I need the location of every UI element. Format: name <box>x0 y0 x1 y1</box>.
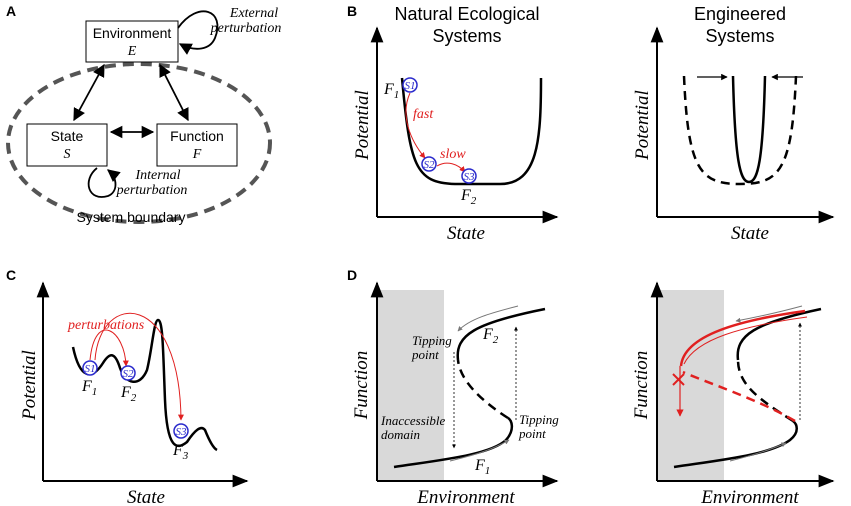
function-title: Function <box>170 128 224 144</box>
perturbation-arrow-1 <box>89 329 129 367</box>
state-box <box>26 123 108 167</box>
lower-forward-arrow-left <box>449 439 510 462</box>
natural-f1-label: F1 <box>383 81 399 101</box>
svg-text:S3: S3 <box>464 171 476 183</box>
perturbations-label: perturbations <box>67 318 145 333</box>
upper-branch-right <box>736 307 822 361</box>
svg-text:S1: S1 <box>405 80 416 92</box>
lower-branch-left <box>393 416 514 469</box>
panel-b: B Natural Ecological Systems Engineered … <box>347 3 835 244</box>
panel-d: D Function Environment Tipping point Tip… <box>347 267 835 506</box>
inaccessible-domain-label-2: domain <box>381 427 420 442</box>
svg-text:S2: S2 <box>123 368 135 380</box>
function-box <box>156 123 238 167</box>
panel-c-s2-marker: S2 <box>120 365 136 381</box>
engineered-title-1: Engineered <box>694 4 786 24</box>
natural-s3-marker: S3 <box>461 168 477 184</box>
panel-c-f1-label: F1 <box>81 378 97 398</box>
panel-label-a: A <box>6 3 16 19</box>
environment-box <box>85 20 179 63</box>
natural-x-label: State <box>447 223 485 244</box>
inaccessible-domain-shade-left <box>377 290 444 481</box>
engineered-dashed-curve <box>682 75 798 186</box>
function-symbol: F <box>192 147 202 162</box>
upper-return-arrow-left <box>457 305 519 332</box>
panel-c-y-label: Potential <box>19 350 40 421</box>
engineered-x-label: State <box>731 223 769 244</box>
natural-f2-label: F2 <box>460 187 477 207</box>
internal-perturbation-loop <box>87 167 121 198</box>
panel-d-left-x-label: Environment <box>416 487 515 506</box>
svg-text:S2: S2 <box>424 159 436 171</box>
fast-label: fast <box>413 107 434 122</box>
state-symbol: S <box>64 147 71 162</box>
panel-c-s3-marker: S3 <box>173 423 189 439</box>
fast-arrow <box>405 92 426 159</box>
environment-title: Environment <box>93 25 172 41</box>
internal-perturbation-label-2: perturbation <box>116 183 188 198</box>
engineered-y-label: Potential <box>632 90 653 161</box>
environment-symbol: E <box>127 44 137 59</box>
natural-title-1: Natural Ecological <box>394 4 539 24</box>
panel-d-f2-label: F2 <box>482 326 499 346</box>
tipping-point-upper-2: point <box>411 347 439 362</box>
tipping-point-upper-1: Tipping <box>412 333 452 348</box>
lower-forward-arrow-right <box>729 442 787 462</box>
panel-label-b: B <box>347 3 357 19</box>
natural-potential-curve <box>400 77 543 186</box>
panel-c-x-label: State <box>127 487 165 506</box>
slow-arrow <box>436 162 466 173</box>
unstable-branch-left <box>456 359 509 420</box>
upper-branch-left <box>456 307 546 361</box>
panel-c-s1-marker: S1 <box>82 360 98 376</box>
panel-c: C Potential State perturbations S1 S2 S3… <box>6 267 249 506</box>
panel-c-f2-label: F2 <box>120 384 137 404</box>
svg-text:S1: S1 <box>85 363 96 375</box>
env-function-arrow <box>159 63 189 122</box>
internal-perturbation-label-1: Internal <box>134 168 180 183</box>
inaccessible-domain-shade-right <box>657 290 724 481</box>
tipping-point-lower-2: point <box>518 426 546 441</box>
panel-c-potential-curve <box>71 318 218 452</box>
external-perturbation-label-2: perturbation <box>210 21 282 36</box>
red-cross-icon <box>672 373 685 386</box>
panel-a: A Environment E State S Function F Exter… <box>6 3 281 225</box>
perturbation-arrow-2 <box>94 312 184 421</box>
external-perturbation-label-1: External <box>229 6 278 21</box>
natural-title-2: Systems <box>432 26 501 46</box>
panel-c-f3-label: F3 <box>172 442 189 462</box>
natural-s2-marker: S2 <box>421 156 437 172</box>
red-upper-branch <box>679 309 806 367</box>
state-title: State <box>51 128 84 144</box>
engineered-narrow-curve <box>731 75 767 184</box>
env-state-arrow <box>73 63 105 122</box>
panel-d-right-x-label: Environment <box>700 487 799 506</box>
system-boundary-label: System boundary <box>77 209 186 225</box>
natural-y-label: Potential <box>352 90 373 161</box>
panel-d-left-y-label: Function <box>351 351 372 421</box>
svg-text:S3: S3 <box>176 426 188 438</box>
system-boundary-ellipse <box>6 62 272 224</box>
upper-return-arrow-right <box>735 305 803 323</box>
panel-d-right-y-label: Function <box>631 351 652 421</box>
tipping-point-lower-1: Tipping <box>519 412 559 427</box>
natural-s1-marker: S1 <box>402 77 418 93</box>
panel-label-d: D <box>347 267 357 283</box>
red-upper-branch-inner <box>683 316 808 365</box>
inaccessible-domain-label-1: Inaccessible <box>380 413 445 428</box>
unstable-branch-right <box>736 359 794 423</box>
panel-d-f1-label: F1 <box>474 457 490 477</box>
panel-label-c: C <box>6 267 16 283</box>
slow-label: slow <box>440 147 466 162</box>
engineered-title-2: Systems <box>705 26 774 46</box>
external-perturbation-loop <box>177 10 219 55</box>
